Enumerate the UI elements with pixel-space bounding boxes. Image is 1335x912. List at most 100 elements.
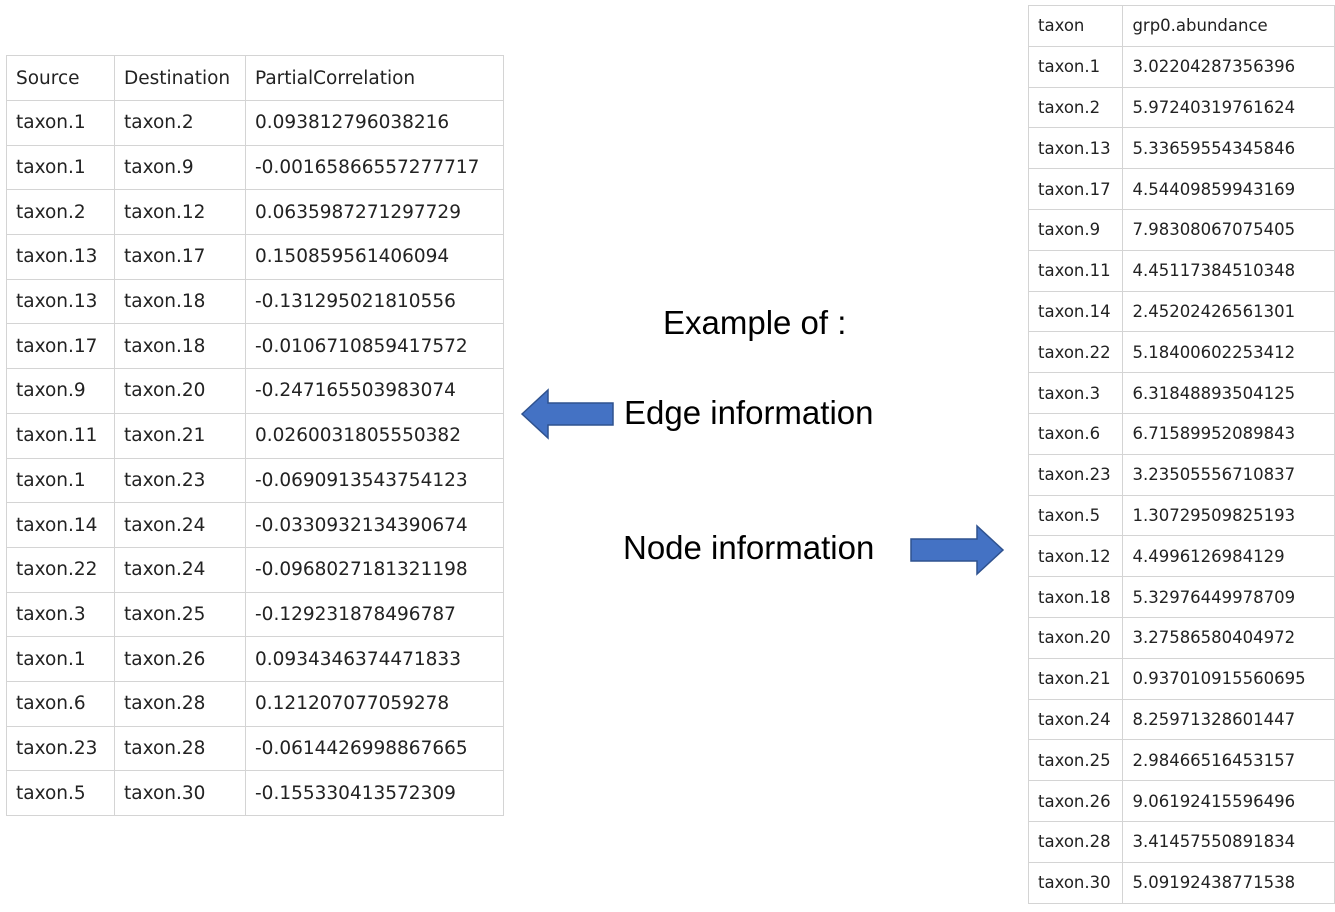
destination-cell[interactable]: taxon.9: [114, 144, 246, 191]
partial-correlation-cell[interactable]: 0.121207077059278: [245, 680, 504, 727]
taxon-cell[interactable]: taxon.18: [1027, 576, 1124, 618]
taxon-cell[interactable]: taxon.24: [1027, 698, 1124, 741]
partial-correlation-cell[interactable]: 0.0260031805550382: [245, 412, 504, 459]
partial-correlation-cell[interactable]: -0.0690913543754123: [245, 457, 504, 504]
destination-cell[interactable]: taxon.18: [114, 323, 246, 370]
destination-cell[interactable]: taxon.28: [114, 680, 246, 727]
column-header-partial-correlation[interactable]: PartialCorrelation: [245, 55, 504, 101]
source-cell[interactable]: taxon.23: [6, 725, 115, 772]
abundance-cell[interactable]: 3.02204287356396: [1122, 45, 1335, 88]
abundance-cell[interactable]: 1.30729509825193: [1122, 494, 1335, 537]
abundance-cell[interactable]: 2.45202426561301: [1122, 290, 1335, 333]
abundance-cell[interactable]: 6.31848893504125: [1122, 372, 1335, 414]
taxon-cell[interactable]: taxon.13: [1027, 127, 1124, 170]
abundance-cell[interactable]: 4.54409859943169: [1122, 168, 1335, 210]
taxon-cell[interactable]: taxon.17: [1027, 168, 1124, 210]
abundance-cell[interactable]: 7.98308067075405: [1122, 208, 1335, 251]
abundance-cell[interactable]: 8.25971328601447: [1122, 698, 1335, 741]
abundance-cell[interactable]: 2.98466516453157: [1122, 739, 1335, 782]
destination-cell[interactable]: taxon.28: [114, 725, 246, 772]
column-header-source[interactable]: Source: [6, 55, 115, 101]
source-cell[interactable]: taxon.6: [6, 680, 115, 727]
source-cell[interactable]: taxon.14: [6, 502, 115, 548]
taxon-cell[interactable]: taxon.23: [1027, 453, 1124, 496]
abundance-cell[interactable]: 3.41457550891834: [1122, 820, 1335, 863]
destination-cell[interactable]: taxon.25: [114, 591, 246, 638]
destination-cell[interactable]: taxon.17: [114, 234, 246, 280]
destination-cell[interactable]: taxon.18: [114, 278, 246, 325]
column-header-grp0-abundance[interactable]: grp0.abundance: [1122, 5, 1335, 47]
destination-cell[interactable]: taxon.24: [114, 546, 246, 593]
destination-cell[interactable]: taxon.12: [114, 189, 246, 236]
partial-correlation-cell[interactable]: -0.131295021810556: [245, 278, 504, 325]
destination-cell[interactable]: taxon.20: [114, 368, 246, 414]
partial-correlation-cell[interactable]: 0.150859561406094: [245, 234, 504, 280]
partial-correlation-cell[interactable]: -0.0614426998867665: [245, 725, 504, 772]
partial-correlation-cell[interactable]: -0.00165866557277717: [245, 144, 504, 191]
abundance-cell[interactable]: 5.33659554345846: [1122, 127, 1335, 170]
destination-cell[interactable]: taxon.21: [114, 412, 246, 459]
column-header-taxon[interactable]: taxon: [1027, 5, 1124, 47]
partial-correlation-cell[interactable]: 0.0635987271297729: [245, 189, 504, 236]
source-cell[interactable]: taxon.22: [6, 546, 115, 593]
source-cell[interactable]: taxon.1: [6, 457, 115, 504]
taxon-cell[interactable]: taxon.12: [1027, 535, 1124, 578]
abundance-cell[interactable]: 5.32976449978709: [1122, 576, 1335, 618]
taxon-cell[interactable]: taxon.21: [1027, 657, 1124, 700]
abundance-cell[interactable]: 5.09192438771538: [1122, 861, 1335, 904]
taxon-cell[interactable]: taxon.14: [1027, 290, 1124, 333]
source-cell[interactable]: taxon.17: [6, 323, 115, 370]
taxon-cell[interactable]: taxon.2: [1027, 86, 1124, 129]
taxon-cell[interactable]: taxon.25: [1027, 739, 1124, 782]
partial-correlation-cell[interactable]: -0.129231878496787: [245, 591, 504, 638]
destination-cell[interactable]: taxon.30: [114, 770, 246, 816]
abundance-cell[interactable]: 4.45117384510348: [1122, 249, 1335, 292]
partial-correlation-cell[interactable]: -0.247165503983074: [245, 368, 504, 414]
source-cell[interactable]: taxon.1: [6, 144, 115, 191]
abundance-cell[interactable]: 5.18400602253412: [1122, 331, 1335, 374]
abundance-cell[interactable]: 6.71589952089843: [1122, 412, 1335, 455]
source-cell[interactable]: taxon.13: [6, 234, 115, 280]
taxon-cell[interactable]: taxon.5: [1027, 494, 1124, 537]
abundance-cell[interactable]: 9.06192415596496: [1122, 780, 1335, 822]
source-cell[interactable]: taxon.3: [6, 591, 115, 638]
partial-correlation-cell[interactable]: -0.155330413572309: [245, 770, 504, 816]
taxon-cell[interactable]: taxon.20: [1027, 616, 1124, 659]
source-cell[interactable]: taxon.1: [6, 100, 115, 146]
source-cell[interactable]: taxon.1: [6, 636, 115, 682]
partial-correlation-cell[interactable]: -0.0330932134390674: [245, 502, 504, 548]
destination-cell[interactable]: taxon.24: [114, 502, 246, 548]
taxon-cell[interactable]: taxon.22: [1027, 331, 1124, 374]
taxon-cell[interactable]: taxon.1: [1027, 45, 1124, 88]
abundance-cell[interactable]: 3.23505556710837: [1122, 453, 1335, 496]
partial-correlation-cell[interactable]: 0.0934346374471833: [245, 636, 504, 682]
taxon-cell[interactable]: taxon.11: [1027, 249, 1124, 292]
destination-cell[interactable]: taxon.23: [114, 457, 246, 504]
partial-correlation-cell[interactable]: -0.0968027181321198: [245, 546, 504, 593]
taxon-cell[interactable]: taxon.3: [1027, 372, 1124, 414]
abundance-cell[interactable]: 3.27586580404972: [1122, 616, 1335, 659]
abundance-cell[interactable]: 5.97240319761624: [1122, 86, 1335, 129]
column-header-destination[interactable]: Destination: [114, 55, 246, 101]
taxon-cell[interactable]: taxon.26: [1027, 780, 1124, 822]
source-cell[interactable]: taxon.2: [6, 189, 115, 236]
source-cell[interactable]: taxon.9: [6, 368, 115, 414]
taxon-cell[interactable]: taxon.28: [1027, 820, 1124, 863]
source-cell[interactable]: taxon.13: [6, 278, 115, 325]
destination-cell[interactable]: taxon.2: [114, 100, 246, 146]
taxon-cell[interactable]: taxon.6: [1027, 412, 1124, 455]
partial-correlation-cell[interactable]: -0.0106710859417572: [245, 323, 504, 370]
abundance-cell[interactable]: 4.4996126984129: [1122, 535, 1335, 578]
abundance-cell[interactable]: 0.937010915560695: [1122, 657, 1335, 700]
taxon-cell[interactable]: taxon.30: [1027, 861, 1124, 904]
destination-cell[interactable]: taxon.26: [114, 636, 246, 682]
taxon-cell[interactable]: taxon.9: [1027, 208, 1124, 251]
source-cell[interactable]: taxon.5: [6, 770, 115, 816]
partial-correlation-cell[interactable]: 0.093812796038216: [245, 100, 504, 146]
source-cell[interactable]: taxon.11: [6, 412, 115, 459]
